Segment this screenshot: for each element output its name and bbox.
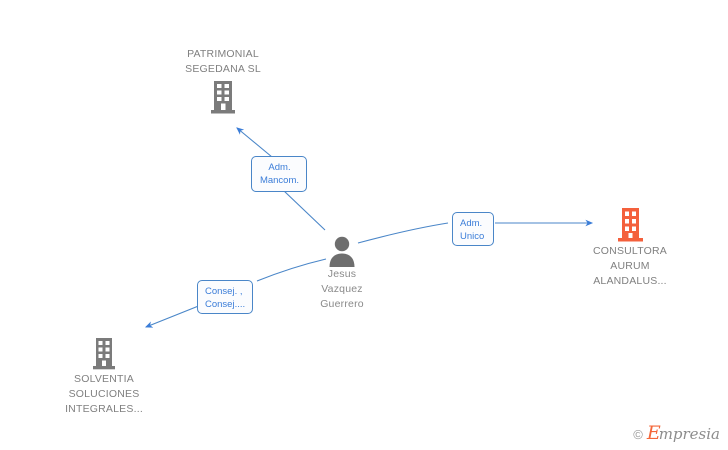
- copyright-icon: ©: [633, 426, 643, 442]
- node-consultora-aurum-alandalus[interactable]: CONSULTORA AURUM ALANDALUS...: [560, 206, 700, 289]
- node-label-solventia: SOLVENTIA SOLUCIONES INTEGRALES...: [65, 373, 143, 415]
- building-icon: [560, 206, 700, 244]
- person-icon: [272, 235, 412, 267]
- node-label-patrimonial: PATRIMONIAL SEGEDANA SL: [185, 48, 261, 75]
- brand-name: mpresia: [658, 425, 720, 443]
- node-label-consultora: CONSULTORA AURUM ALANDALUS...: [593, 245, 667, 287]
- building-icon: [34, 336, 174, 372]
- empresia-watermark: © Empresia: [633, 424, 720, 444]
- node-person-jesus-vazquez-guerrero[interactable]: Jesus Vazquez Guerrero: [272, 235, 412, 312]
- building-icon: [153, 79, 293, 115]
- edge-label-adm-mancom[interactable]: Adm. Mancom.: [251, 156, 307, 192]
- node-patrimonial-segedana[interactable]: PATRIMONIAL SEGEDANA SL: [153, 47, 293, 115]
- edge-label-adm-unico[interactable]: Adm. Unico: [452, 212, 494, 246]
- edge-label-consej[interactable]: Consej. , Consej....: [197, 280, 253, 314]
- brand-initial: E: [646, 422, 661, 444]
- node-label-person: Jesus Vazquez Guerrero: [320, 268, 364, 310]
- node-solventia-soluciones-integrales[interactable]: SOLVENTIA SOLUCIONES INTEGRALES...: [34, 336, 174, 417]
